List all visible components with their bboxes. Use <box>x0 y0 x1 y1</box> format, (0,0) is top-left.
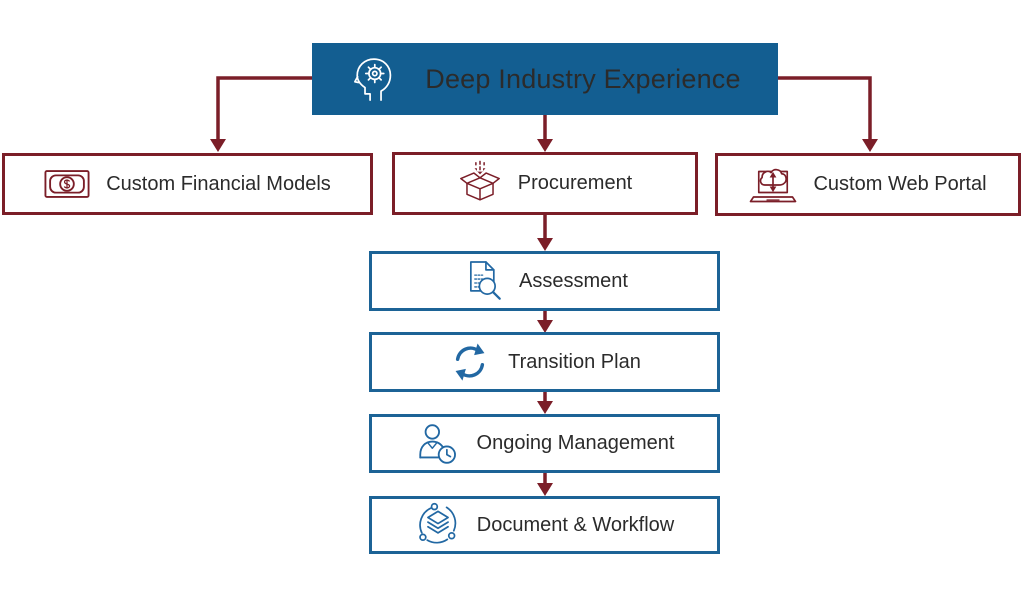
open-box-icon <box>459 160 500 201</box>
step-box-transition-plan: Transition Plan <box>369 332 720 392</box>
step-label: Assessment <box>519 269 628 292</box>
step-label: Document & Workflow <box>476 513 675 536</box>
step-box-document-workflow: Document & Workflow <box>369 496 720 554</box>
laptop-cloud-icon <box>750 168 797 202</box>
arrowhead <box>537 483 553 496</box>
step-label: Transition Plan <box>508 350 641 373</box>
arrowhead <box>862 139 878 152</box>
branch-label: Procurement <box>517 172 633 194</box>
arrowhead <box>210 139 226 152</box>
header-box-deep-industry-experience: Deep Industry Experience <box>312 43 778 115</box>
arrowhead <box>537 238 553 251</box>
arrowhead <box>537 139 553 152</box>
branch-box-procurement: Procurement <box>392 152 698 215</box>
header-label: Deep Industry Experience <box>425 63 741 94</box>
document-search-icon <box>470 261 501 300</box>
money-bill-icon <box>44 170 90 198</box>
branch-label: Custom Financial Models <box>106 172 331 195</box>
branch-box-custom-web-portal: Custom Web Portal <box>715 153 1021 216</box>
step-box-ongoing-management: Ongoing Management <box>369 414 720 473</box>
arrowhead <box>537 401 553 414</box>
step-label: Ongoing Management <box>476 432 675 454</box>
layers-network-icon <box>418 502 456 544</box>
branch-label: Custom Web Portal <box>813 173 987 195</box>
arrow-header-to-web-portal <box>778 76 872 139</box>
head-gear-icon <box>354 58 392 101</box>
branch-box-custom-financial-models: Custom Financial Models <box>2 153 373 215</box>
person-clock-icon <box>418 423 456 464</box>
arrow-header-to-financial-models <box>216 76 312 139</box>
refresh-cycle-icon <box>455 343 485 381</box>
step-box-assessment: Assessment <box>369 251 720 311</box>
